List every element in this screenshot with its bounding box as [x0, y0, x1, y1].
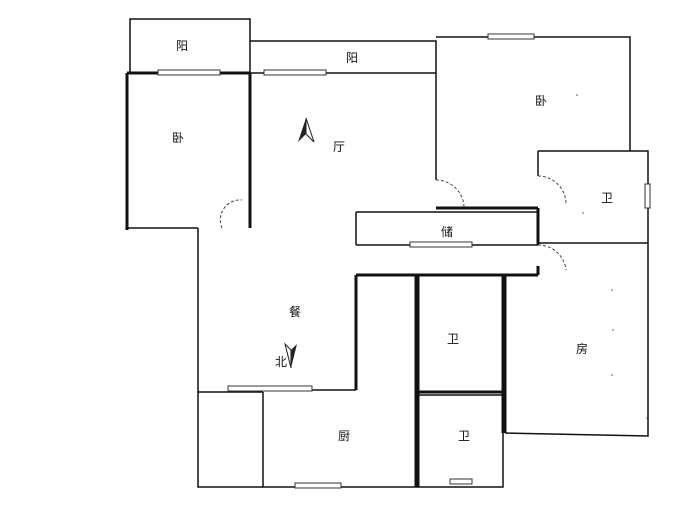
label-bath-middle: 卫	[447, 332, 459, 346]
north-arrow-icon	[298, 117, 315, 143]
label-bedroom-left: 卧	[172, 131, 184, 145]
label-living-room: 厅	[333, 140, 345, 154]
walls-thin	[127, 18, 649, 488]
doors	[219, 175, 567, 271]
compass-south: 北	[275, 342, 297, 369]
windows	[157, 33, 651, 489]
label-bath-bottom: 卫	[458, 429, 470, 443]
label-balcony-top: 阳	[346, 51, 358, 65]
dots	[576, 94, 648, 419]
label-dining: 餐	[289, 304, 301, 319]
label-bath-top-right: 卫	[601, 191, 613, 205]
label-kitchen: 厨	[338, 429, 350, 443]
label-room-right: 房	[576, 341, 588, 356]
compass-north-label: 北	[275, 355, 287, 369]
walls-thick	[125, 71, 540, 487]
label-balcony-left: 阳	[176, 39, 188, 53]
label-bedroom-right: 卧	[535, 94, 547, 108]
label-storage: 储	[441, 224, 453, 239]
